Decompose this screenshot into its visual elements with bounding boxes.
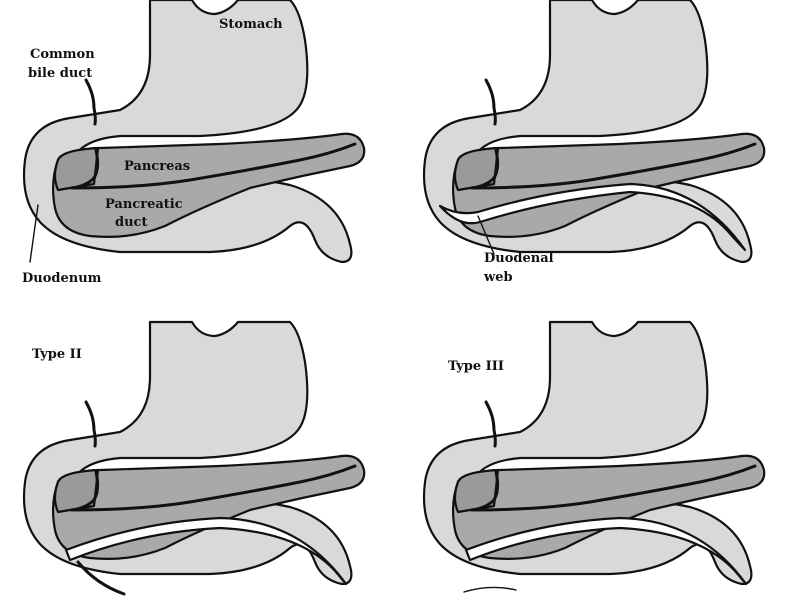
label-type-iii: Type III: [448, 359, 504, 374]
label-common-bile-duct-line2: bile duct: [28, 66, 92, 81]
annular-band: [464, 516, 748, 586]
label-common-bile-duct-line1: Common: [30, 47, 95, 62]
panel-type-ii: Type II: [22, 320, 366, 596]
label-pancreatic-duct-line2: duct: [115, 215, 147, 230]
duodenal-web-leader-line: [477, 215, 495, 255]
panel-duodenal-web: Duodenal web: [422, 0, 766, 285]
duodenal-web-band: [438, 182, 747, 252]
label-pancreas: Pancreas: [124, 159, 190, 174]
label-duodenal-web-line1: Duodenal: [484, 251, 554, 266]
panel-normal-anatomy: Stomach Common bile duct Pancreas Pancre…: [22, 0, 366, 286]
label-pancreatic-duct-line1: Pancreatic: [105, 197, 183, 212]
label-duodenum: Duodenum: [22, 271, 102, 286]
label-duodenal-web-line2: web: [483, 270, 513, 285]
anatomy-drawing: [22, 0, 366, 264]
accessory-duct-type-iii: [463, 586, 517, 593]
label-stomach: Stomach: [219, 17, 283, 32]
duodenum-leader-line: [29, 204, 39, 263]
annular-band: [64, 516, 348, 586]
panel-type-iii: Type III: [422, 320, 766, 593]
accessory-duct-type-ii: [76, 560, 126, 596]
label-type-ii: Type II: [32, 347, 82, 362]
